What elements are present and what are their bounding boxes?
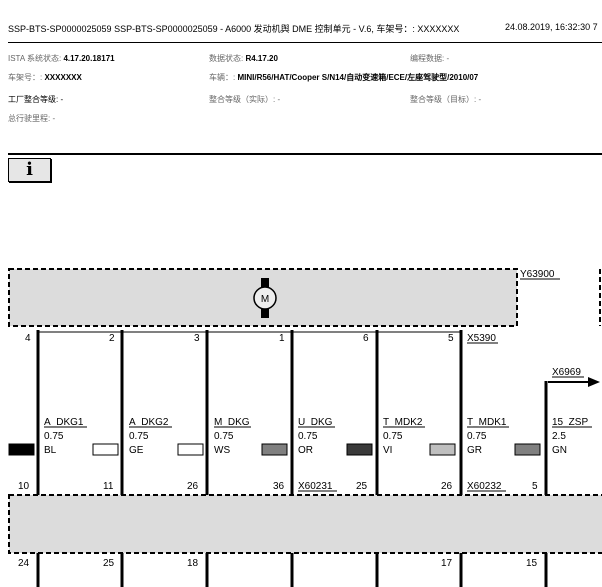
- bottom-pin: 11: [103, 481, 114, 492]
- component-y63900-label: Y63900: [520, 269, 555, 280]
- top-pin: 2: [109, 333, 115, 344]
- window-title: SSP-BTS-SP0000025059 SSP-BTS-SP000002505…: [8, 24, 460, 34]
- bottom-component-box: [8, 494, 602, 554]
- vin-value: XXXXXXX: [44, 73, 82, 82]
- info-divider: [8, 153, 602, 155]
- wire-gauge: 2.5: [552, 431, 566, 442]
- bottom-pin-lower: 24: [18, 558, 30, 569]
- bottom-pin: 36: [273, 481, 285, 492]
- wire-signal: A_DKG1: [44, 417, 84, 428]
- wire-gauge: 0.75: [44, 431, 64, 442]
- data-status-value: R4.17.20: [245, 54, 278, 63]
- wire-gauge: 0.75: [214, 431, 234, 442]
- wire-color-swatch: [92, 443, 119, 456]
- vehicle-label: 车辆：:: [209, 73, 236, 82]
- bottom-pin: 26: [441, 481, 453, 492]
- ista-status-label: ISTA 系统状态:: [8, 54, 62, 63]
- wire-color-swatch: [429, 443, 456, 456]
- motor-icon-label: M: [261, 294, 269, 305]
- wire-color: GN: [552, 445, 567, 456]
- wire-signal: 15_ZSP: [552, 417, 588, 428]
- top-pin: 5: [448, 333, 454, 344]
- report-datetime: 24.08.2019, 16:32:30 7: [505, 22, 598, 32]
- integration-level-target: 整合等级（目标）: -: [410, 95, 482, 104]
- total-mileage: 总行驶里程: -: [8, 114, 56, 123]
- wire-color: GR: [467, 445, 482, 456]
- vehicle-value: MINI/R56/HAT/Cooper S/N14/自动变速箱/ECE/左座驾驶…: [237, 73, 479, 82]
- data-status: 数据状态: R4.17.20: [209, 53, 278, 64]
- header-divider: [8, 42, 602, 43]
- connector-x60232-label: X60232: [467, 481, 502, 492]
- bottom-pin-lower: 17: [441, 558, 453, 569]
- bottom-pin: 26: [187, 481, 199, 492]
- wire-color: VI: [383, 445, 392, 456]
- ista-status: ISTA 系统状态: 4.17.20.18171: [8, 53, 115, 64]
- top-pin: 1: [279, 333, 285, 344]
- wire-signal: T_MDK1: [467, 417, 507, 428]
- wire-color: OR: [298, 445, 313, 456]
- wire-signal: U_DKG: [298, 417, 333, 428]
- wire-signal: M_DKG: [214, 417, 250, 428]
- vehicle: 车辆：: MINI/R56/HAT/Cooper S/N14/自动变速箱/ECE…: [209, 72, 478, 83]
- wire-swatches: [8, 443, 541, 456]
- bottom-pin: 5: [532, 481, 538, 492]
- vin: 车架号：: XXXXXXX: [8, 72, 82, 83]
- wire-gauge: 0.75: [298, 431, 318, 442]
- info-button[interactable]: i: [8, 158, 51, 182]
- wire-color-swatch: [346, 443, 373, 456]
- integration-level-actual: 整合等级（实际）: -: [209, 95, 281, 104]
- connector-x60231-label: X60231: [298, 481, 333, 492]
- top-pin: 3: [194, 333, 200, 344]
- wire-gauge: 0.75: [129, 431, 149, 442]
- wire-color: BL: [44, 445, 57, 456]
- wire-color: WS: [214, 445, 230, 456]
- wire-color-swatch: [8, 443, 35, 456]
- connector-x5390-label: X5390: [467, 333, 496, 344]
- arrow-right-icon: [588, 377, 600, 387]
- bottom-pin: 10: [18, 481, 30, 492]
- ista-status-value: 4.17.20.18171: [63, 54, 115, 63]
- vin-label: 车架号：:: [8, 73, 43, 82]
- bottom-pin: 25: [356, 481, 368, 492]
- bottom-pin-lower: 15: [526, 558, 538, 569]
- connector-x6969-label: X6969: [552, 367, 581, 378]
- programming-data: 编程数据: -: [410, 54, 450, 63]
- factory-integration-level: 工厂整合等级: -: [8, 95, 64, 104]
- wire-color-swatch: [261, 443, 288, 456]
- data-status-label: 数据状态:: [209, 54, 244, 63]
- wire-color-swatch: [177, 443, 204, 456]
- bottom-pin-lower: 18: [187, 558, 199, 569]
- wire-gauge: 0.75: [383, 431, 403, 442]
- wire-signal: T_MDK2: [383, 417, 423, 428]
- wire-color-swatch: [514, 443, 541, 456]
- wire-color: GE: [129, 445, 144, 456]
- wire-gauge: 0.75: [467, 431, 487, 442]
- top-pin: 4: [25, 333, 31, 344]
- top-pin: 6: [363, 333, 369, 344]
- bottom-pin-lower: 25: [103, 558, 115, 569]
- wire-signal: A_DKG2: [129, 417, 169, 428]
- motor-icon: [253, 286, 277, 310]
